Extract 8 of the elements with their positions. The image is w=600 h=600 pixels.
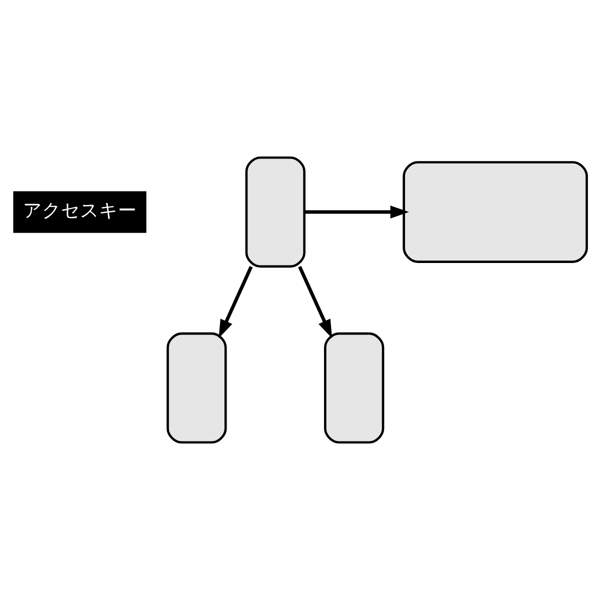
node-box xyxy=(166,332,227,444)
node-box xyxy=(245,156,306,268)
node-box xyxy=(324,332,384,444)
label: アクセスキー xyxy=(22,200,137,222)
arrow xyxy=(298,266,332,338)
arrow xyxy=(218,266,253,338)
node-box xyxy=(402,161,588,263)
arrow xyxy=(304,206,409,219)
